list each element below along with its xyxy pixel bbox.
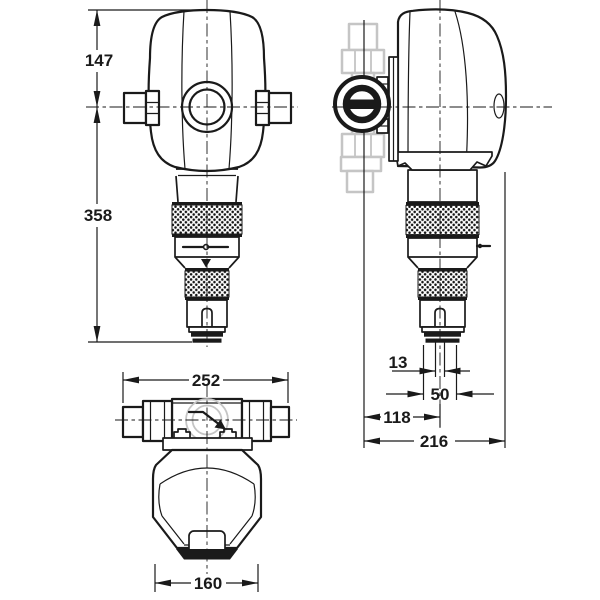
dim-label-252: 252	[192, 371, 220, 390]
thread-ring	[425, 338, 460, 343]
dim-160: 160	[154, 564, 259, 593]
union-nut	[144, 89, 161, 127]
neck	[175, 175, 239, 203]
top-right-fitting	[240, 399, 291, 443]
collar	[395, 151, 493, 171]
dim-label-216: 216	[420, 432, 448, 451]
pipe-stub	[121, 405, 145, 439]
flange-plate	[162, 437, 253, 451]
body-face-lines	[181, 10, 233, 170]
top-left-fitting	[121, 399, 174, 443]
handle-grip-bar	[344, 99, 381, 109]
union-nut	[240, 399, 273, 443]
dim-label-358: 358	[84, 206, 112, 225]
body-curve-line	[454, 11, 469, 167]
taper	[407, 256, 478, 269]
front-view	[86, 0, 298, 347]
dim-216: 216	[364, 172, 506, 451]
dim-118: 118	[364, 404, 441, 427]
scale-indicator-dot	[477, 243, 483, 249]
top-view	[115, 384, 297, 574]
dimensions: 147 358 252 160 13	[84, 9, 506, 593]
taper	[174, 256, 240, 269]
pipe-stub	[122, 91, 148, 125]
accessory-union-nut	[340, 132, 386, 159]
union-nut	[141, 399, 174, 443]
dim-label-160: 160	[194, 574, 222, 593]
side-port-detail	[493, 93, 505, 119]
dim-13: 13	[389, 353, 470, 375]
bottom-cylinder	[419, 299, 466, 328]
dim-label-118: 118	[383, 408, 410, 427]
side-lower-assembly	[405, 169, 492, 377]
bowl-dome-line	[159, 467, 255, 485]
extension-line	[154, 564, 259, 592]
dim-label-13: 13	[389, 353, 408, 372]
dim-50: 50	[386, 345, 494, 404]
dim-252: 252	[122, 371, 289, 403]
scale-indicator-dot	[202, 243, 210, 251]
pipe-stub	[267, 91, 293, 125]
upper-cylinder	[407, 169, 478, 203]
scale-section	[407, 237, 478, 258]
mount-tab	[219, 428, 237, 438]
pipe-stub	[269, 405, 291, 439]
dim-358: 358	[84, 107, 192, 343]
dim-147: 147	[85, 9, 206, 107]
mount-tab	[173, 428, 191, 438]
thread-ring	[424, 332, 461, 337]
lower-knurl-ring	[417, 268, 468, 300]
valve-handle	[333, 75, 391, 133]
flow-direction-arrow-icon	[187, 410, 226, 430]
pointer-triangle-icon	[201, 259, 211, 268]
accessory-union-nut	[340, 48, 386, 75]
adjustment-knurl-ring	[405, 202, 480, 238]
side-view	[332, 0, 552, 448]
dim-label-50: 50	[431, 385, 450, 404]
front-right-fitting	[254, 89, 293, 127]
union-nut	[254, 89, 271, 127]
front-left-fitting	[122, 89, 161, 127]
valve-body-side	[396, 8, 508, 169]
dim-label-147: 147	[85, 51, 113, 70]
